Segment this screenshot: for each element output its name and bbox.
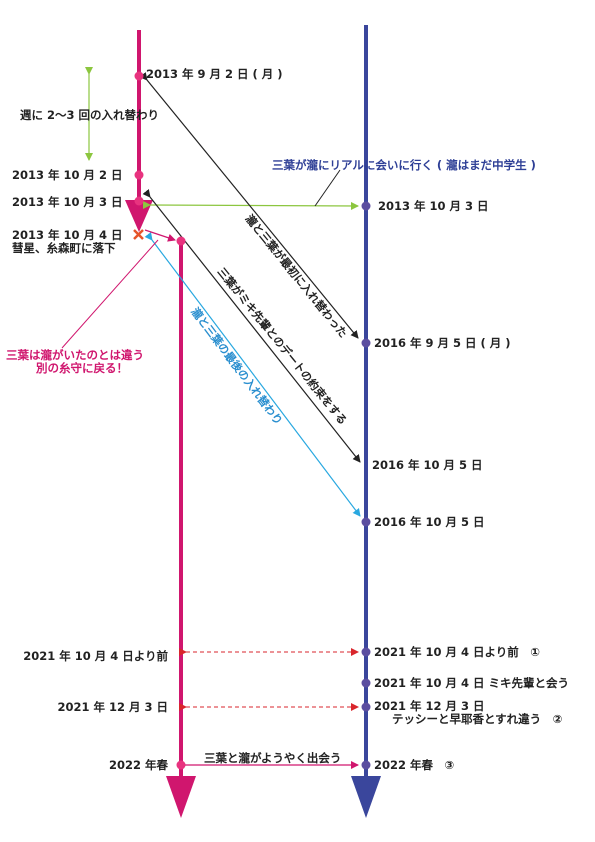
left-date-2021-before: 2021 年 10 月 4 日より前 [23,649,168,663]
right-date-20131003: 2013 年 10 月 3 日 [378,199,489,213]
return-note-line2: 別の糸守に戻る！ [36,361,128,375]
right-date-2021-before: 2021 年 10 月 4 日より前 ① [374,645,541,659]
visit-arrow [142,200,359,210]
x-mark-icon [133,229,144,240]
dot-m-1002 [134,170,144,180]
right-note-20211203: テッシーと早耶香とすれ違う ② [392,712,563,726]
return-leader [61,239,159,349]
dot-t-2022 [361,760,371,770]
right-date-20160905: 2016 年 9 月 5 日 ( 月 ) [374,336,511,350]
dot-t-1005 [361,517,371,527]
left-date-20131004: 2013 年 10 月 4 日 [12,228,123,242]
dot-m-2022 [176,760,186,770]
visit-label: 三葉が瀧にリアルに会いに行く ( 瀧はまだ中学生 ) [272,158,536,172]
taki-arrowhead [351,776,381,818]
dot-m2-1004 [176,236,186,246]
dot-m-0902 [134,71,144,81]
right-date-20161005-b: 2016 年 10 月 5 日 [374,515,485,529]
weekly-swap-label: 週に 2〜3 回の入れ替わり [20,108,160,122]
mitsuha-arrowhead-lower [166,776,196,818]
right-date-20211203: 2021 年 12 月 3 日 [374,699,485,713]
world-shift-arrow [144,229,176,242]
left-date-20130902: 2013 年 9 月 2 日 ( 月 ) [146,67,283,81]
right-date-20211004: 2021 年 10 月 4 日 ミキ先輩と会う [374,676,570,690]
left-date-2022: 2022 年春 [108,758,168,772]
left-date-20211203: 2021 年 12 月 3 日 [57,700,168,714]
left-date-20131002: 2013 年 10 月 2 日 [12,168,123,182]
visit-leader [314,169,341,207]
left-comet-note: 彗星、糸森町に落下 [12,241,116,255]
dot-t-2021b [361,678,371,688]
dot-t-2021c [361,702,371,712]
last-swap-arrow [144,232,361,517]
right-date-2022: 2022 年春 ③ [374,758,455,772]
return-note-line1: 三葉は瀧がいたのとは違う [6,348,144,362]
dot-t-2021a [361,647,371,657]
meet-label: 三葉と瀧がようやく出会う [204,751,342,765]
left-date-20131003: 2013 年 10 月 3 日 [12,195,123,209]
dot-m-1003 [134,196,144,206]
dot-t-0905 [361,338,371,348]
right-date-20161005-a: 2016 年 10 月 5 日 [372,458,483,472]
dot-t-1003 [361,201,371,211]
